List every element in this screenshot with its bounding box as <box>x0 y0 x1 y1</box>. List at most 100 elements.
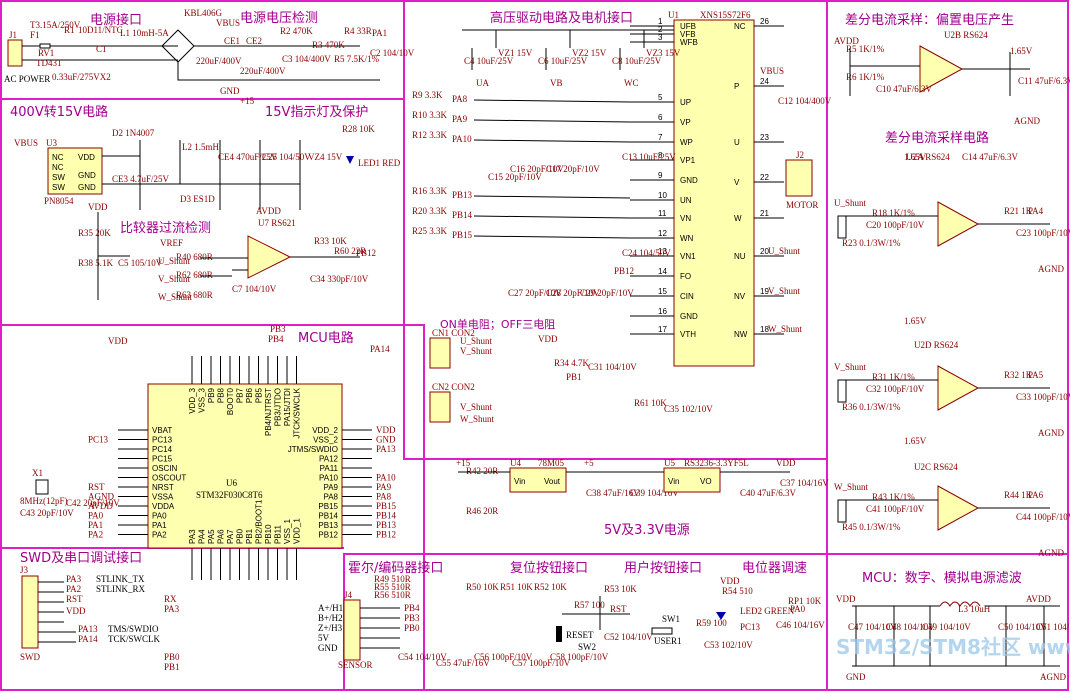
l1-label: L1 10mH-5A <box>120 28 169 38</box>
u1-part: XNS15S72F6 <box>700 10 751 20</box>
swd-pa2: PA2 <box>66 584 81 594</box>
j3-label: J3 <box>20 565 29 575</box>
sensor-label: SENSOR <box>338 660 373 670</box>
sense-1v65: 1.65V <box>904 316 927 326</box>
u1-label: U1 <box>668 10 679 20</box>
cn2-v: V_Shunt <box>460 402 493 412</box>
u1-pin-name: W <box>734 214 742 223</box>
bootstrap-cap: C8 10uF/25V <box>612 56 662 66</box>
u1-pin-num: 5 <box>658 93 663 102</box>
u6-left-net: RST <box>88 482 105 492</box>
u6-right-pin-name: JTMS/SWDIO <box>288 445 338 454</box>
bootstrap-tag: UA <box>476 78 489 88</box>
u6-left-pin-name: PC15 <box>152 455 173 464</box>
u7-opamp <box>247 235 292 279</box>
r2-label: R2 470K <box>280 26 313 36</box>
gate-wire <box>473 99 631 103</box>
u1-pin-num: 10 <box>658 191 667 200</box>
svg-text:Vin: Vin <box>514 477 525 486</box>
u5-label: U5 <box>664 458 675 468</box>
sense-opamp <box>937 485 980 531</box>
u1-pin-name: UFB <box>680 22 696 31</box>
u6-left-pin-name: PA1 <box>152 521 167 530</box>
svg-text:SW: SW <box>52 183 65 192</box>
sense-net: PA5 <box>1028 370 1044 380</box>
led1-label: LED1 RED <box>358 158 401 168</box>
u6-top-pin-name: PB8 <box>217 387 226 403</box>
j1-connector <box>7 39 23 67</box>
c12-label: C12 104/400V <box>778 96 832 106</box>
u6-bottom-pin-name: PA6 <box>217 529 226 544</box>
u1-pin-name: VN <box>680 214 691 223</box>
u1-pin-num: 8 <box>658 151 663 160</box>
avdd-comp: AVDD <box>256 206 281 216</box>
title-comparator: 比较器过流检测 <box>120 221 211 236</box>
l3-label: L3 10uH <box>958 604 991 614</box>
motor-label: MOTOR <box>786 200 818 210</box>
bootstrap-tag: VB <box>550 78 563 88</box>
u6-top-pin-name: PB6 <box>245 387 254 403</box>
svg-text:SW: SW <box>52 173 65 182</box>
crystal-icon <box>35 479 49 495</box>
u6-left-net: PC13 <box>88 435 109 445</box>
sense-shunt-resistor <box>837 499 847 523</box>
gate-net: PA10 <box>452 134 472 144</box>
u6-right-pin-name: PA10 <box>319 474 339 483</box>
title-pot: 电位器调速 <box>742 561 807 576</box>
title-swd: SWD及串口调试接口 <box>20 550 142 566</box>
u1-pin-name: NC <box>734 22 746 31</box>
u6-top-pin-name: PB9 <box>207 387 216 403</box>
u1-pin-name: CIN <box>680 292 694 301</box>
u1-pin-name: GND <box>680 312 698 321</box>
gate-resistor: R9 3.3K <box>412 90 443 100</box>
u1-pin-num: 22 <box>760 173 769 182</box>
u6-chip <box>147 383 343 549</box>
u2b-label: U2B RS624 <box>944 30 988 40</box>
fuse-label: T3.15A/250V <box>30 20 81 30</box>
svg-text:NC: NC <box>52 163 64 172</box>
filter-cap: C50 104/10V <box>998 622 1047 632</box>
filter-rail: VDD <box>836 594 856 604</box>
gate-net: PB13 <box>452 190 473 200</box>
sense-net: PA4 <box>1028 206 1044 216</box>
u6-bottom-pin-name: PA3 <box>188 529 197 544</box>
u6-top-pin-name: VDD_3 <box>188 387 197 413</box>
u6-right-net: PB15 <box>376 501 397 511</box>
acpower-label: AC POWER <box>4 74 50 84</box>
r42-label: R42 20R <box>466 466 498 476</box>
r4-label: R4 33R <box>344 26 372 36</box>
u1-cap: C29 20pF/10V <box>580 288 634 298</box>
r63-label: R63 680R <box>176 290 213 300</box>
vref-label: VREF <box>160 238 183 248</box>
swd-pa3: PA3 <box>66 574 82 584</box>
u2a-label: U2A RS624 <box>906 152 950 162</box>
j2-label: J2 <box>796 150 804 160</box>
j2-connector <box>785 159 813 197</box>
c43-label: C43 20pF/10V <box>20 508 74 518</box>
r34-label: R34 4.7K <box>554 358 590 368</box>
vbus-u1: VBUS <box>760 66 784 76</box>
filter-cap: C48 104/10V <box>886 622 935 632</box>
u6-right-pin-name: PB13 <box>318 521 338 530</box>
gate-net: PB15 <box>452 230 473 240</box>
svg-text:GND: GND <box>78 183 96 192</box>
u6-left-net: AGND <box>88 492 114 502</box>
hall-resistor: R56 510R <box>374 590 411 600</box>
c37-label: C37 104/16V <box>780 478 829 488</box>
u1-pin-num: 16 <box>658 307 667 316</box>
r3-label: R3 470K <box>312 40 345 50</box>
hall-net: PB3 <box>404 613 420 623</box>
hall-pullup: R50 10K <box>466 582 499 592</box>
sense-cout: C33 100pF/10V <box>1016 392 1070 402</box>
u1-chip <box>673 19 755 367</box>
reset-label: RESET <box>566 630 594 640</box>
led2-icon <box>716 612 726 620</box>
bias-avdd: AVDD <box>834 36 859 46</box>
sw2-label: SW2 <box>578 642 596 652</box>
u1-pin-name: GND <box>680 176 698 185</box>
ldo-circuit: +15 R42 20R R46 20R U4 78M05 Vin Vout +5… <box>456 458 829 516</box>
c7-label: C7 104/10V <box>232 284 277 294</box>
c5-label: C5 105/10V <box>118 258 163 268</box>
